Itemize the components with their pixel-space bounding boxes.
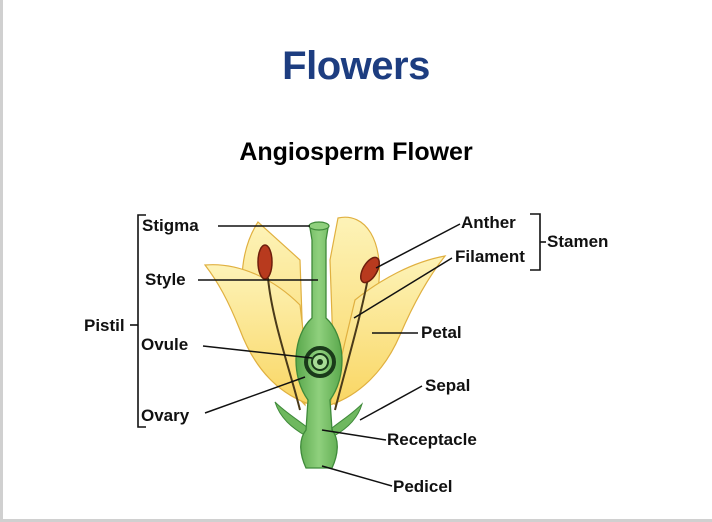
leader-sepal <box>359 385 423 421</box>
leader-anther <box>375 223 461 269</box>
brackets <box>130 213 546 428</box>
pistil-body <box>295 222 343 469</box>
diagram-title: Angiosperm Flower <box>239 138 473 166</box>
sepal-left <box>274 401 309 437</box>
filament-right <box>334 277 369 411</box>
label-petal: Petal <box>421 323 462 342</box>
pistil-shape <box>295 221 343 469</box>
label-style: Style <box>145 270 186 289</box>
ovule-inner <box>317 359 323 365</box>
label-pistil: Pistil <box>84 316 125 335</box>
leader-receptacle <box>321 429 387 441</box>
labels: Stigma Style Pistil Ovule Ovary Anther F… <box>84 213 608 496</box>
leader-pedicel <box>321 465 393 487</box>
pistil-bracket <box>137 214 146 428</box>
label-filament: Filament <box>455 247 525 266</box>
anther-left <box>257 244 273 280</box>
sepal-right <box>331 402 364 437</box>
stamen-bracket <box>530 213 541 271</box>
leader-ovule <box>202 345 313 359</box>
petal-right <box>329 255 447 406</box>
label-receptacle: Receptacle <box>387 430 477 449</box>
label-sepal: Sepal <box>425 376 470 395</box>
stamens <box>257 244 381 411</box>
label-ovule: Ovule <box>141 335 188 354</box>
filament-left <box>267 277 301 411</box>
label-anther: Anther <box>461 213 516 232</box>
anther-right <box>359 256 381 284</box>
slide-title: Flowers <box>282 44 430 88</box>
leader-lines <box>198 223 461 487</box>
petal-left <box>203 264 313 406</box>
stigma-tip <box>308 221 330 231</box>
ovary-chamber <box>304 346 336 378</box>
label-stamen: Stamen <box>547 232 608 251</box>
label-pedicel: Pedicel <box>393 477 453 496</box>
label-ovary: Ovary <box>141 406 190 425</box>
label-stigma: Stigma <box>142 216 199 235</box>
leader-filament <box>353 257 453 319</box>
leader-ovary <box>204 376 306 414</box>
